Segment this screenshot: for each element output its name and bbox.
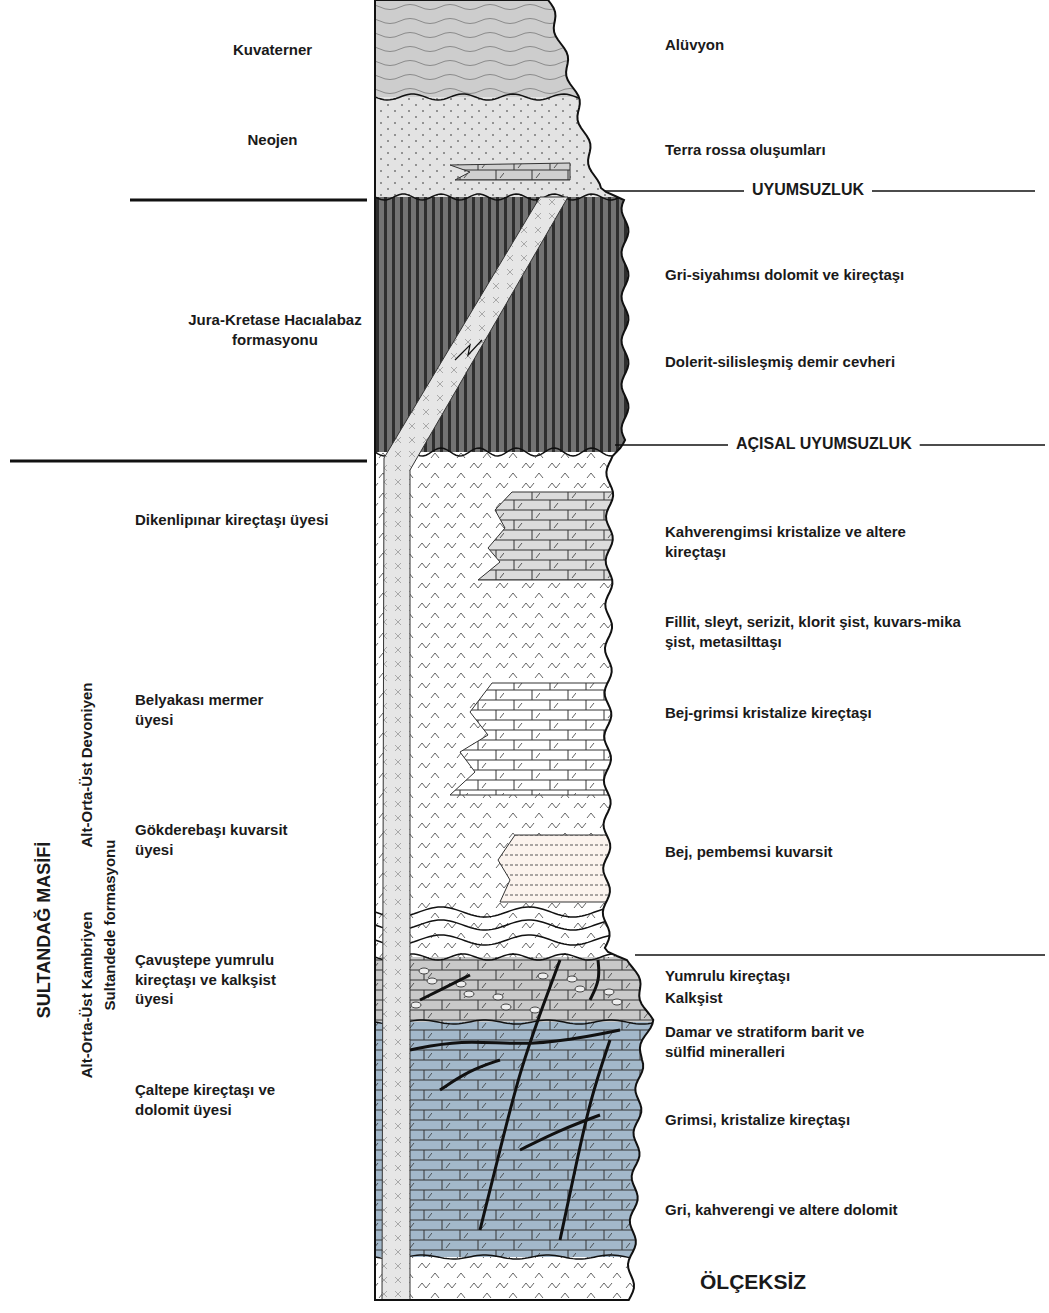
terra-rossa-band-texture bbox=[375, 97, 675, 197]
base-band-texture bbox=[375, 1257, 675, 1300]
nodular-limestone-band bbox=[375, 957, 675, 1022]
lithology-label: Alüvyon bbox=[665, 35, 1035, 55]
gokderebasi-lens bbox=[498, 835, 620, 902]
scale-note: ÖLÇEKSİZ bbox=[700, 1268, 1000, 1295]
lithology-label: Damar ve stratiform barit ve sülfid mine… bbox=[665, 1022, 897, 1061]
column-outline bbox=[375, 0, 653, 1300]
lithology-label: Grimsi, kristalize kireçtaşı bbox=[665, 1110, 1035, 1130]
nodule bbox=[575, 986, 585, 992]
contact-label: AÇISAL UYUMSUZLUK bbox=[736, 434, 1026, 455]
wavy-layer bbox=[375, 907, 660, 917]
age-label: Alt-Orta-Üst Devoniyen bbox=[77, 682, 97, 847]
terra-rossa-band bbox=[375, 97, 675, 197]
lithology-label: Yumrulu kireçtaşı bbox=[665, 966, 1035, 986]
contact-label: UYUMSUZLUK bbox=[752, 180, 1032, 201]
member-label: Gökderebaşı kuvarsit üyesi bbox=[135, 820, 325, 859]
unconformity-line bbox=[605, 190, 744, 192]
wavy-layer bbox=[375, 935, 660, 945]
vein bbox=[420, 975, 470, 1000]
nodule bbox=[419, 968, 429, 974]
unconformity-line bbox=[872, 190, 1035, 192]
nodule bbox=[567, 976, 577, 982]
vein bbox=[480, 960, 560, 1230]
massif-label: SULTANDAĞ MASİFİ bbox=[33, 842, 56, 1018]
vein bbox=[560, 1040, 610, 1240]
member-label: Çaltepe kireçtaşı ve dolomit üyesi bbox=[135, 1080, 320, 1119]
lithology-label: Fillit, sleyt, serizit, klorit şist, kuv… bbox=[665, 612, 965, 651]
member-label: Belyakası mermer üyesi bbox=[135, 690, 295, 729]
vein bbox=[410, 1030, 620, 1050]
unconformity-line bbox=[615, 444, 728, 446]
nodule bbox=[530, 1007, 540, 1013]
nodular-limestone-band-texture bbox=[375, 957, 675, 1022]
lithology-label: Bej-grimsi kristalize kireçtaşı bbox=[665, 703, 1035, 723]
dolerite-dike bbox=[382, 197, 568, 1300]
graphic-part bbox=[10, 0, 1045, 1300]
dike-symbol bbox=[455, 340, 482, 360]
belyakasi-lens-texture bbox=[450, 683, 645, 795]
nodule bbox=[464, 991, 474, 997]
gokderebasi-lens-texture bbox=[498, 835, 620, 902]
vein bbox=[440, 1060, 500, 1090]
dikenlipinar-lens-texture bbox=[478, 492, 620, 580]
member-divider bbox=[635, 954, 1045, 956]
member-label: Çavuştepe yumrulu kireçtaşı ve kalkşist … bbox=[135, 950, 315, 1009]
period-label: Neojen bbox=[175, 130, 370, 150]
devonian-band bbox=[375, 452, 675, 957]
dolerite-dike-texture bbox=[382, 197, 568, 1300]
lithology-label: Kahverengimsi kristalize ve altere kireç… bbox=[665, 522, 965, 561]
period-divider bbox=[10, 460, 367, 463]
vein bbox=[520, 1115, 600, 1150]
boundary bbox=[375, 1020, 660, 1024]
nodule bbox=[501, 1004, 511, 1010]
boundary bbox=[375, 94, 660, 100]
neogene-lens-texture bbox=[450, 163, 570, 180]
alluvium-band-texture bbox=[375, 0, 675, 97]
lithology-label: Kalkşist bbox=[665, 988, 1035, 1008]
period-divider bbox=[130, 199, 367, 202]
dikenlipinar-lens bbox=[478, 492, 620, 580]
lithology-label: Bej, pembemsi kuvarsit bbox=[665, 842, 1035, 862]
member-label: Dikenlipınar kireçtaşı üyesi bbox=[135, 510, 335, 530]
vein bbox=[590, 960, 599, 1000]
graphic-part bbox=[375, 0, 675, 1300]
lithology-label: Dolerit-silisleşmiş demir cevheri bbox=[665, 352, 1035, 372]
nodule bbox=[612, 999, 622, 1005]
nodule bbox=[604, 989, 614, 995]
formation-label: Jura-Kretase Hacıalabaz formasyonu bbox=[185, 310, 365, 349]
period-label: Kuvaterner bbox=[175, 40, 370, 60]
belyakasi-lens bbox=[450, 683, 645, 795]
lithology-label: Gri, kahverengi ve altere dolomit bbox=[665, 1200, 1035, 1220]
lithology-label: Gri-siyahımsı dolomit ve kireçtaşı bbox=[665, 265, 1035, 285]
nodule bbox=[411, 1002, 421, 1008]
neogene-lens bbox=[450, 163, 570, 180]
nodule bbox=[493, 994, 503, 1000]
formation-label: Sultandede formasyonu bbox=[100, 840, 120, 1011]
devonian-band-texture bbox=[375, 452, 675, 957]
nodule bbox=[538, 973, 548, 979]
unconformity-line bbox=[920, 444, 1045, 446]
wavy-layer bbox=[375, 920, 660, 930]
lithology-label: Terra rossa oluşumları bbox=[665, 140, 1035, 160]
alluvium-band bbox=[375, 0, 675, 97]
nodule bbox=[427, 978, 437, 984]
base-band bbox=[375, 1257, 675, 1300]
boundary bbox=[375, 1255, 660, 1259]
age-label: Alt-Orta-Üst Kambriyen bbox=[77, 912, 97, 1079]
